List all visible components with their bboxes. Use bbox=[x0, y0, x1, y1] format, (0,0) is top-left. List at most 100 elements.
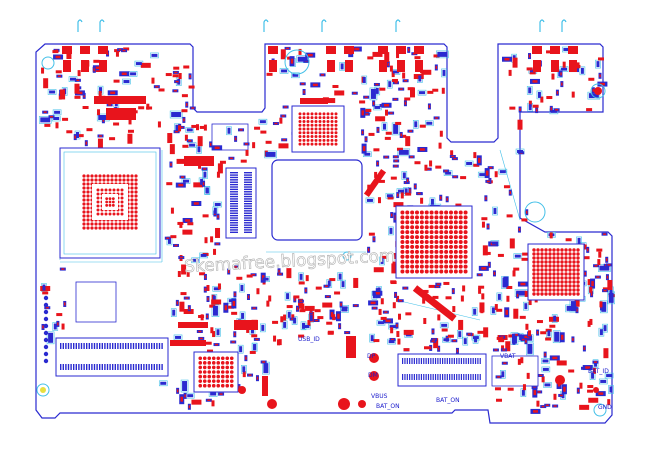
smd-pad bbox=[512, 57, 518, 68]
bga-ball bbox=[104, 188, 108, 192]
connector-pin bbox=[148, 364, 150, 370]
bga-ball bbox=[536, 288, 540, 292]
bga-ball bbox=[100, 188, 104, 192]
bga-ball bbox=[220, 365, 225, 370]
bga-ball bbox=[322, 142, 326, 146]
smd-pad bbox=[77, 70, 81, 77]
diagonal-pad bbox=[412, 285, 457, 322]
smd-component bbox=[418, 75, 422, 82]
smd-pad bbox=[236, 276, 243, 280]
smd-pad bbox=[419, 124, 426, 128]
bga-ball bbox=[536, 248, 540, 252]
smd-pad bbox=[246, 274, 253, 278]
bga-ball bbox=[540, 272, 544, 276]
bga-ball bbox=[434, 210, 439, 215]
smd-pad bbox=[227, 269, 230, 273]
smd-component bbox=[393, 123, 399, 134]
shield-cutout bbox=[271, 159, 363, 241]
smd-pad bbox=[199, 272, 206, 276]
edge-pad bbox=[345, 60, 353, 72]
bga-ball bbox=[216, 379, 221, 383]
smd-pad bbox=[444, 170, 448, 172]
connector-pin bbox=[244, 203, 252, 205]
smd-pad bbox=[402, 72, 406, 79]
bga-ball bbox=[439, 244, 444, 249]
smd-pad bbox=[231, 311, 238, 315]
bga-chip-center bbox=[395, 205, 473, 279]
smd-pad bbox=[254, 126, 261, 130]
connector-pin bbox=[244, 226, 252, 229]
smd-pad bbox=[181, 264, 187, 275]
bga-ball bbox=[82, 182, 86, 186]
bga-ball bbox=[449, 215, 453, 220]
bga-ball bbox=[532, 248, 536, 252]
test-point bbox=[267, 399, 277, 409]
connector-pin bbox=[244, 231, 252, 234]
frame-outline bbox=[75, 281, 117, 323]
test-point bbox=[369, 371, 379, 381]
connector-pin bbox=[125, 364, 127, 370]
bga-ball bbox=[536, 260, 540, 264]
bga-ball bbox=[548, 248, 552, 252]
smd-component bbox=[516, 290, 527, 296]
bga-ball bbox=[94, 226, 98, 230]
bga-ball bbox=[326, 127, 330, 131]
smd-pad bbox=[180, 126, 184, 129]
bga-ball bbox=[449, 249, 453, 254]
smd-pad bbox=[66, 130, 73, 134]
smd-component bbox=[599, 329, 603, 336]
connector-pin bbox=[119, 364, 122, 370]
bga-ball bbox=[130, 218, 134, 222]
bga-ball bbox=[410, 220, 415, 225]
smd-pad bbox=[441, 87, 445, 94]
smd-component bbox=[297, 56, 308, 62]
bga-ball bbox=[104, 212, 108, 216]
bga-ball bbox=[306, 142, 310, 146]
bga-ball bbox=[453, 249, 458, 254]
bga-ball bbox=[458, 249, 463, 254]
connector-pin bbox=[244, 205, 252, 207]
smd-pad bbox=[599, 82, 605, 86]
smd-pad bbox=[179, 256, 183, 259]
smd-pad bbox=[482, 245, 488, 256]
smd-component bbox=[445, 171, 452, 175]
smd-pad bbox=[188, 405, 191, 409]
bga-ball bbox=[225, 379, 230, 383]
smd-pad bbox=[85, 141, 88, 145]
bga-ball bbox=[225, 361, 230, 365]
bga-ball bbox=[86, 202, 90, 206]
bga-chip-bottom-left bbox=[193, 351, 239, 393]
connector-pin bbox=[78, 364, 80, 370]
bga-ball bbox=[463, 230, 468, 235]
smd-pad bbox=[424, 164, 428, 171]
connector-pin bbox=[83, 364, 85, 370]
smd-pad bbox=[552, 356, 558, 360]
smd-component bbox=[123, 80, 130, 84]
bga-ball bbox=[449, 259, 453, 264]
smd-pad bbox=[367, 248, 370, 252]
bga-ball bbox=[126, 222, 130, 226]
smd-pad bbox=[607, 264, 611, 266]
bga-ball bbox=[564, 276, 568, 280]
bga-ball bbox=[110, 226, 114, 230]
smd-component bbox=[366, 198, 373, 202]
frame-outline bbox=[211, 123, 249, 151]
connector-pin bbox=[434, 374, 437, 380]
smd-pad bbox=[193, 182, 204, 188]
smd-pad bbox=[512, 270, 516, 277]
bga-ball bbox=[458, 269, 463, 274]
bga-ball bbox=[120, 192, 124, 196]
bga-ball bbox=[106, 222, 110, 226]
bga-ball bbox=[532, 288, 536, 292]
connector-pin bbox=[140, 364, 142, 370]
smd-pad bbox=[550, 107, 553, 111]
bga-ball bbox=[419, 249, 424, 254]
smd-pad bbox=[393, 253, 397, 260]
smd-pad bbox=[98, 91, 102, 98]
smd-pad bbox=[443, 281, 450, 285]
smd-component bbox=[48, 332, 54, 343]
smd-component bbox=[382, 123, 386, 130]
bga-ball bbox=[419, 244, 424, 249]
bga-ball bbox=[540, 256, 544, 260]
silk-outline bbox=[526, 342, 534, 356]
